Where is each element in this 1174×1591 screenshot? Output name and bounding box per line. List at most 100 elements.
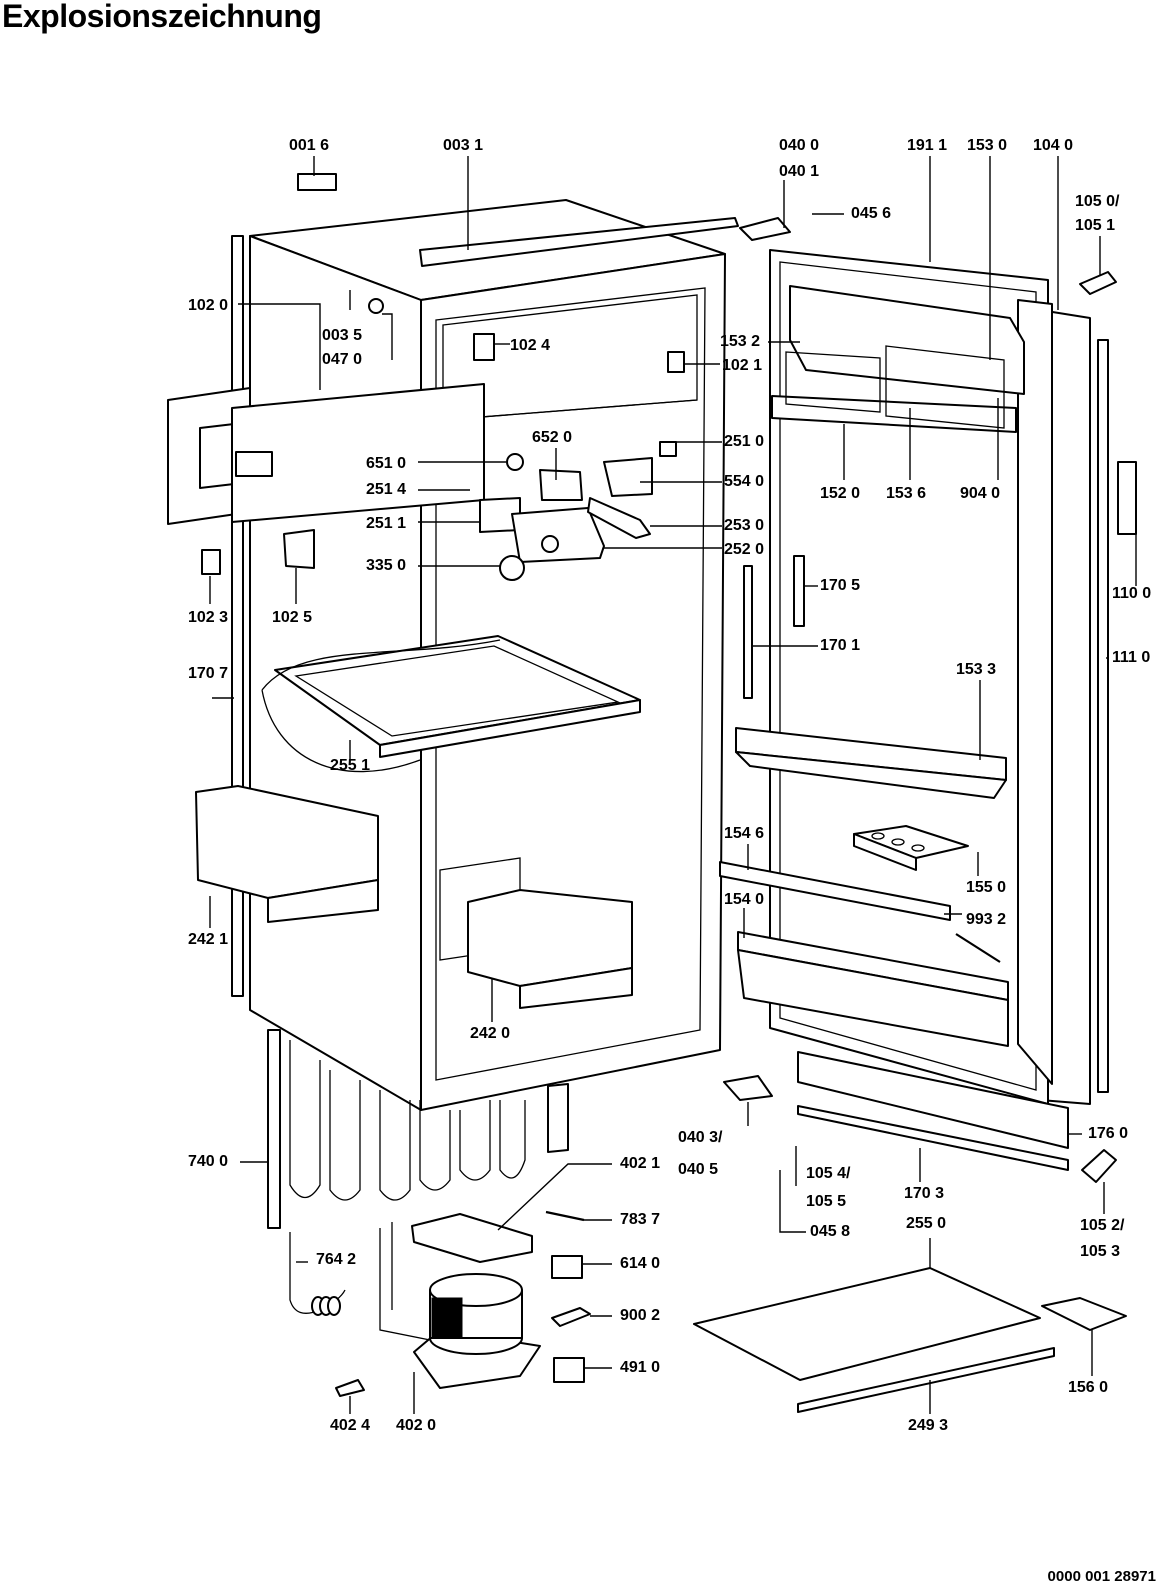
left-trim-strip: [231, 235, 244, 997]
label-614-0: 614 0: [620, 1255, 661, 1272]
label-783-7: 783 7: [620, 1211, 661, 1228]
label-045-8: 045 8: [810, 1223, 851, 1240]
label-251-4: 251 4: [366, 481, 407, 498]
label-402-0: 402 0: [396, 1417, 437, 1434]
label-402-4: 402 4: [330, 1417, 371, 1434]
vent-cover: [199, 423, 235, 489]
diagram-title: Explosionszeichnung: [2, 0, 322, 34]
strip-170-1: [743, 565, 753, 699]
label-253-0: 253 0: [724, 517, 765, 534]
label-652-0: 652 0: [532, 429, 573, 446]
label-335-0: 335 0: [366, 557, 407, 574]
label-001-6: 001 6: [289, 137, 330, 154]
label-045-6: 045 6: [851, 205, 892, 222]
label-105-0: 105 0/: [1075, 193, 1120, 210]
label-242-1: 242 1: [188, 931, 229, 948]
label-251-0: 251 0: [724, 433, 765, 450]
label-153-3: 153 3: [956, 661, 997, 678]
drip-tray: [411, 1213, 533, 1263]
hinge-040-3: [723, 1075, 773, 1101]
label-154-0: 154 0: [724, 891, 765, 908]
hinge-105-2: [1081, 1149, 1117, 1183]
door-top-compartment: [771, 285, 1025, 433]
part-993-2: [955, 933, 1001, 963]
label-170-1: 170 1: [820, 637, 861, 654]
label-170-5: 170 5: [820, 577, 861, 594]
hinge-105-0: [1079, 271, 1117, 295]
label-651-0: 651 0: [366, 455, 407, 472]
glass-shelf: [261, 635, 641, 773]
door-shelf-154-0: [737, 931, 1009, 1047]
label-764-2: 764 2: [316, 1251, 357, 1268]
part-491-0: [553, 1357, 585, 1383]
part-614-0: [551, 1255, 583, 1279]
crisper-right-242-0: [467, 889, 633, 1009]
label-249-3: 249 3: [908, 1417, 949, 1434]
label-154-6: 154 6: [724, 825, 765, 842]
label-152-0: 152 0: [820, 485, 861, 502]
leader-lines: [209, 156, 1137, 1414]
label-105-1: 105 1: [1075, 217, 1116, 234]
handle-110-0: [1117, 461, 1137, 535]
compressor: [413, 1273, 541, 1389]
spring-coil: [311, 1296, 341, 1316]
label-252-0: 252 0: [724, 541, 765, 558]
label-191-1: 191 1: [907, 137, 948, 154]
bottle-rack-154-6: [719, 861, 951, 921]
part-003-5: [368, 298, 384, 314]
crisper-left-242-1: [195, 785, 379, 923]
document-code: 0000 001 28971: [1047, 1568, 1156, 1585]
label-153-2: 153 2: [720, 333, 761, 350]
part-102-4: [473, 333, 495, 361]
label-554-0: 554 0: [724, 473, 765, 490]
label-040-3: 040 3/: [678, 1129, 723, 1146]
label-153-6: 153 6: [886, 485, 927, 502]
label-156-0: 156 0: [1068, 1379, 1109, 1396]
label-102-5: 102 5: [272, 609, 313, 626]
part-900-2: [551, 1307, 591, 1327]
label-110-0: 110 0: [1112, 585, 1152, 602]
label-251-1: 251 1: [366, 515, 407, 532]
condenser-coil: [267, 1029, 569, 1229]
label-904-0: 904 0: [960, 485, 1001, 502]
label-111-0: 111 0: [1112, 649, 1151, 666]
part-102-5: [283, 529, 315, 569]
control-unit: [479, 441, 677, 581]
label-102-0: 102 0: [188, 297, 229, 314]
strip-170-3: [797, 1105, 1069, 1171]
label-242-0: 242 0: [470, 1025, 511, 1042]
label-105-4: 105 4/: [806, 1165, 851, 1182]
tubing: [379, 1222, 431, 1341]
label-040-1: 040 1: [779, 163, 820, 180]
label-900-2: 900 2: [620, 1307, 661, 1324]
top-trim-strip: [419, 217, 739, 267]
strip-170-5: [793, 555, 805, 627]
label-170-7: 170 7: [188, 665, 229, 682]
part-102-1: [667, 351, 685, 373]
label-491-0: 491 0: [620, 1359, 661, 1376]
label-993-2: 993 2: [966, 911, 1007, 928]
label-255-1: 255 1: [330, 757, 371, 774]
label-102-4: 102 4: [510, 337, 551, 354]
label-105-2: 105 2/: [1080, 1217, 1125, 1234]
label-105-5: 105 5: [806, 1193, 847, 1210]
label-255-0: 255 0: [906, 1215, 947, 1232]
label-176-0: 176 0: [1088, 1125, 1129, 1142]
part-102-3: [201, 549, 221, 575]
label-003-5: 003 5: [322, 327, 363, 344]
label-040-5: 040 5: [678, 1161, 719, 1178]
egg-tray-155-0: [853, 825, 969, 871]
label-040-0: 040 0: [779, 137, 820, 154]
part-783-7: [545, 1210, 585, 1222]
label-102-3: 102 3: [188, 609, 229, 626]
door-shelf-153-3: [735, 727, 1007, 799]
label-102-1: 102 1: [722, 357, 763, 374]
trim-176-0: [797, 1051, 1069, 1149]
label-170-3: 170 3: [904, 1185, 945, 1202]
label-003-1: 003 1: [443, 137, 484, 154]
hinge-001-6: [297, 173, 337, 191]
label-047-0: 047 0: [322, 351, 363, 368]
label-740-0: 740 0: [188, 1153, 229, 1170]
label-402-1: 402 1: [620, 1155, 661, 1172]
